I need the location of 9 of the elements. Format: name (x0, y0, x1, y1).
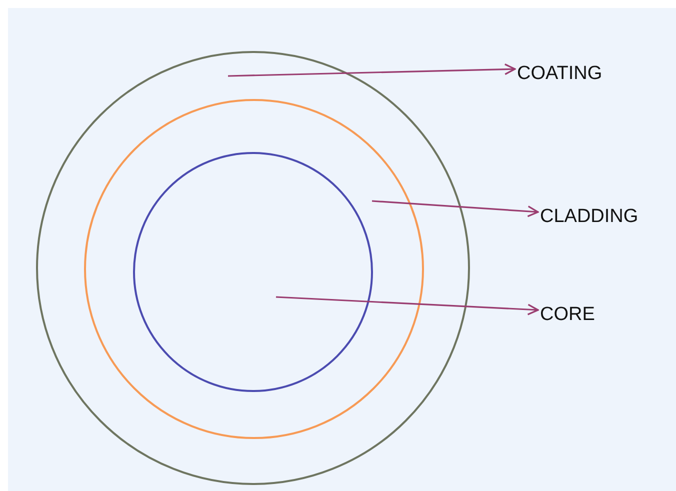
coating-ring (36, 51, 470, 485)
leader-arrow (372, 200, 539, 218)
core-circle (133, 152, 373, 392)
part-label: CORE (540, 303, 595, 327)
cladding-ring (84, 99, 424, 439)
part-label: COATING (517, 62, 602, 86)
part-label: CLADDING (540, 205, 638, 229)
leader-arrow (276, 296, 539, 316)
leader-arrow (228, 63, 516, 77)
